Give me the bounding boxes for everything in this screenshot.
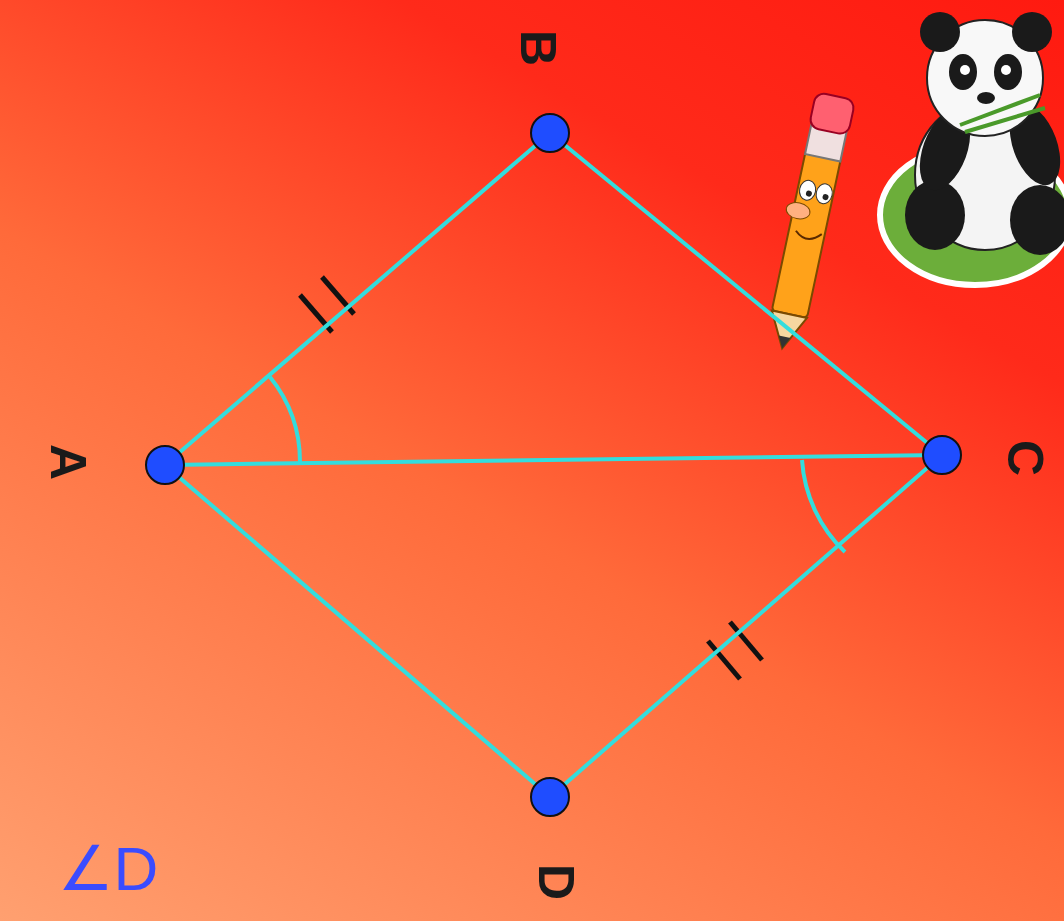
angle-arc: [802, 460, 845, 552]
angle-note: ∠D: [58, 838, 158, 900]
segment-line: [564, 467, 927, 784]
vertex-label: D: [531, 864, 581, 900]
vertex-point: B: [528, 111, 572, 155]
vertex-point: D: [528, 775, 572, 819]
segment-line: [565, 145, 928, 443]
vertex-dot: [528, 111, 572, 155]
segment-line: [179, 145, 535, 452]
vertex-point: A: [143, 443, 187, 487]
vertex-point: C: [920, 433, 964, 477]
panda-figure: [880, 12, 1064, 285]
vertex-label: A: [43, 444, 93, 480]
segment-line: [184, 455, 923, 465]
equal-ticks: [300, 277, 762, 679]
vertex-dot: [143, 443, 187, 487]
vertex-label: C: [1000, 440, 1050, 476]
vertex-dot: [528, 775, 572, 819]
segment-line: [179, 477, 535, 784]
vertex-dot: [920, 433, 964, 477]
angle-arc: [270, 377, 300, 462]
vertex-label: B: [513, 30, 563, 66]
